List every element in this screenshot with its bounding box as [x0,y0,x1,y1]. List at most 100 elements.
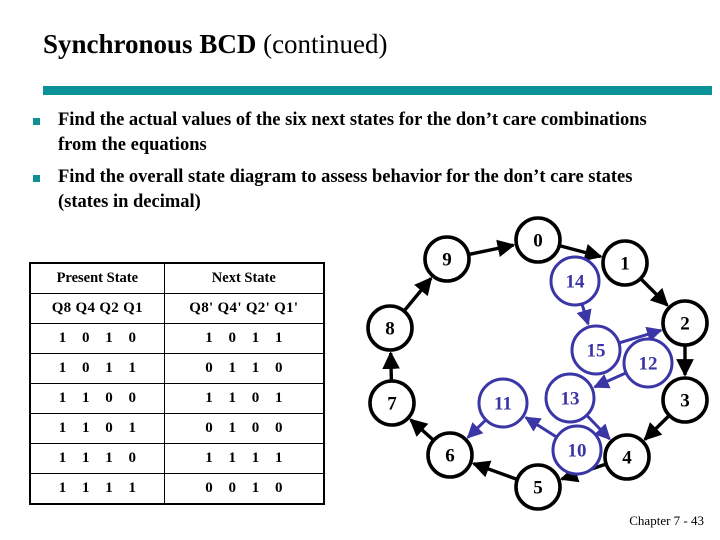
state-node-circle-11 [477,377,529,429]
cell-next-state: 1 1 0 1 [163,383,325,414]
diagram-edge-15-to-2 [619,326,663,345]
state-node-label-0: 0 [533,231,543,252]
state-node-11[interactable]: 11 [477,377,529,429]
state-node-circle-15 [570,324,622,376]
cell-present-state: 1 1 1 1 [29,473,165,505]
state-node-10[interactable]: 10 [551,424,603,476]
state-node-7[interactable]: 7 [368,379,416,427]
state-node-5[interactable]: 5 [514,463,562,511]
page-title: Synchronous BCD (continued) [43,27,683,61]
diagram-edge-6-to-7 [409,418,435,441]
state-node-label-7: 7 [387,394,397,415]
state-table-body: Present State Next State Q8 Q4 Q2 Q1 Q8'… [29,262,325,505]
bullet-square-icon [33,175,40,182]
table-row: 1 0 1 1 0 1 1 0 [29,353,325,384]
state-node-label-3: 3 [680,391,690,412]
table-header-groups: Present State Next State [29,262,325,294]
diagram-edge-9-to-0 [469,239,516,258]
state-node-15[interactable]: 15 [570,324,622,376]
bullet-item-2: Find the overall state diagram to assess… [29,165,669,215]
bullet-item-1-text: Find the actual values of the six next s… [58,110,647,155]
cell-present-state: 1 1 0 1 [29,413,165,444]
bullet-item-2-text: Find the overall state diagram to assess… [58,167,633,212]
slide-footer: Chapter 7 - 43 [629,513,704,528]
page-title-suffix: (continued) [256,29,388,59]
state-node-4[interactable]: 4 [603,433,651,481]
title-underline-rule [43,86,712,95]
state-node-circle-8 [366,304,414,352]
state-node-label-13: 13 [561,389,580,410]
diagram-edge-0-to-1 [559,243,603,262]
state-node-8[interactable]: 8 [366,304,414,352]
header-next-vars: Q8' Q4' Q2' Q1' [163,293,325,324]
page-title-main: Synchronous BCD [43,29,257,59]
bullet-square-icon [33,118,40,125]
diagram-edge-13-to-4 [586,414,611,441]
state-node-label-6: 6 [445,446,455,467]
state-node-label-12: 12 [639,354,658,375]
state-node-label-5: 5 [533,478,543,499]
state-node-circle-3 [661,376,709,424]
state-node-6[interactable]: 6 [426,431,474,479]
state-node-label-8: 8 [385,319,395,340]
state-node-circle-10 [551,424,603,476]
diagram-edge-11-to-6 [466,419,487,439]
state-node-circle-13 [544,372,596,424]
cell-next-state: 0 1 0 0 [163,413,325,444]
state-node-circle-0 [514,216,562,264]
state-node-circle-1 [601,239,649,287]
state-node-circle-12 [622,337,674,389]
diagram-edge-14-to-15 [576,304,592,326]
state-node-0[interactable]: 0 [514,216,562,264]
state-node-circle-2 [661,299,709,347]
state-node-14[interactable]: 14 [549,255,601,307]
state-node-circle-6 [426,431,474,479]
diagram-edge-3-to-4 [643,414,670,441]
cell-present-state: 1 1 0 0 [29,383,165,414]
bullet-item-1: Find the actual values of the six next s… [29,108,669,158]
state-node-1[interactable]: 1 [601,239,649,287]
state-transition-table: Present State Next State Q8 Q4 Q2 Q1 Q8'… [29,262,325,505]
diagram-edge-8-to-9 [403,276,433,312]
cell-present-state: 1 0 1 1 [29,353,165,384]
table-row: 1 1 0 1 0 1 0 0 [29,413,325,444]
diagram-edge-10-to-11 [524,416,557,438]
state-node-12[interactable]: 12 [622,337,674,389]
header-next-state: Next State [163,262,325,294]
cell-next-state: 0 0 1 0 [163,473,325,505]
state-node-3[interactable]: 3 [661,376,709,424]
state-node-label-14: 14 [566,272,586,293]
state-node-label-9: 9 [442,250,452,271]
state-node-13[interactable]: 13 [544,372,596,424]
cell-next-state: 0 1 1 0 [163,353,325,384]
diagram-edge-1-to-2 [640,278,669,307]
diagram-edge-12-to-13 [593,371,626,389]
table-row: 1 1 0 0 1 1 0 1 [29,383,325,414]
table-header-variables: Q8 Q4 Q2 Q1 Q8' Q4' Q2' Q1' [29,293,325,324]
state-node-circle-5 [514,463,562,511]
cell-next-state: 1 1 1 1 [163,443,325,474]
table-row: 1 0 1 0 1 0 1 1 [29,323,325,354]
state-node-2[interactable]: 2 [661,299,709,347]
state-node-label-2: 2 [680,314,690,335]
diagram-edge-7-to-8 [382,351,400,381]
header-present-state: Present State [29,262,165,294]
state-node-label-1: 1 [620,254,630,275]
state-node-label-10: 10 [568,441,587,462]
state-node-circle-14 [549,255,601,307]
state-node-circle-4 [603,433,651,481]
state-node-9[interactable]: 9 [423,235,471,283]
diagram-edge-5-to-6 [471,460,517,481]
state-node-circle-9 [423,235,471,283]
header-present-vars: Q8 Q4 Q2 Q1 [29,293,165,324]
cell-present-state: 1 1 1 0 [29,443,165,474]
state-node-label-11: 11 [494,394,512,415]
cell-next-state: 1 0 1 1 [163,323,325,354]
state-node-label-15: 15 [587,341,606,362]
cell-present-state: 1 0 1 0 [29,323,165,354]
state-node-circle-7 [368,379,416,427]
